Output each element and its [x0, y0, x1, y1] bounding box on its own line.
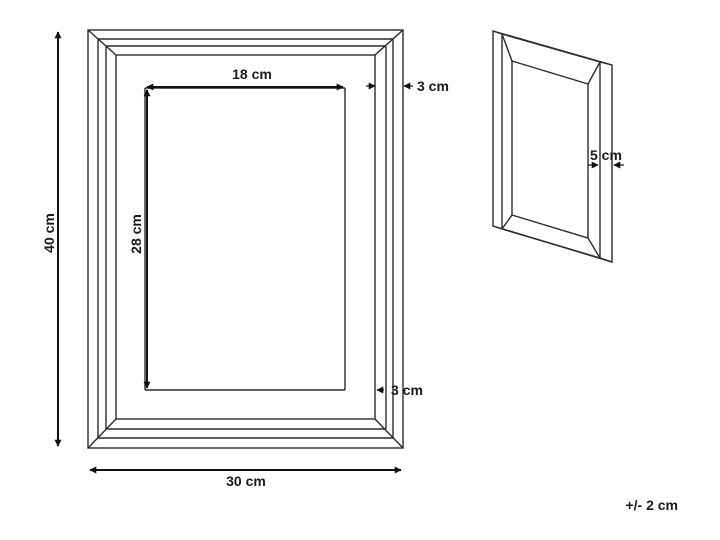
border-bottom-dimension: 3 cm	[376, 382, 423, 398]
picture-opening-perspective	[511, 60, 589, 239]
picture-area	[144, 87, 346, 391]
inner-width-dimension: 18 cm	[146, 66, 344, 91]
height-label: 40 cm	[41, 213, 57, 253]
inner-width-label: 18 cm	[232, 66, 272, 82]
border-top-dimension: 3 cm	[366, 78, 449, 94]
frame-outer-edge	[87, 29, 404, 449]
border-top-label: 3 cm	[417, 78, 449, 94]
width-dimension: 30 cm	[89, 466, 402, 489]
tolerance-note: +/- 2 cm	[625, 497, 678, 513]
frame-inner-edge	[115, 54, 376, 420]
frame-perspective-view	[492, 30, 613, 263]
border-bottom-label: 3 cm	[391, 382, 423, 398]
depth-label: 5 cm	[590, 147, 622, 163]
inner-height-label: 28 cm	[128, 214, 144, 254]
frame-front-view	[87, 29, 404, 449]
height-dimension: 40 cm	[41, 31, 62, 447]
inner-height-dimension: 28 cm	[128, 89, 151, 389]
depth-dimension: 5 cm	[588, 147, 624, 169]
width-label: 30 cm	[226, 473, 266, 489]
